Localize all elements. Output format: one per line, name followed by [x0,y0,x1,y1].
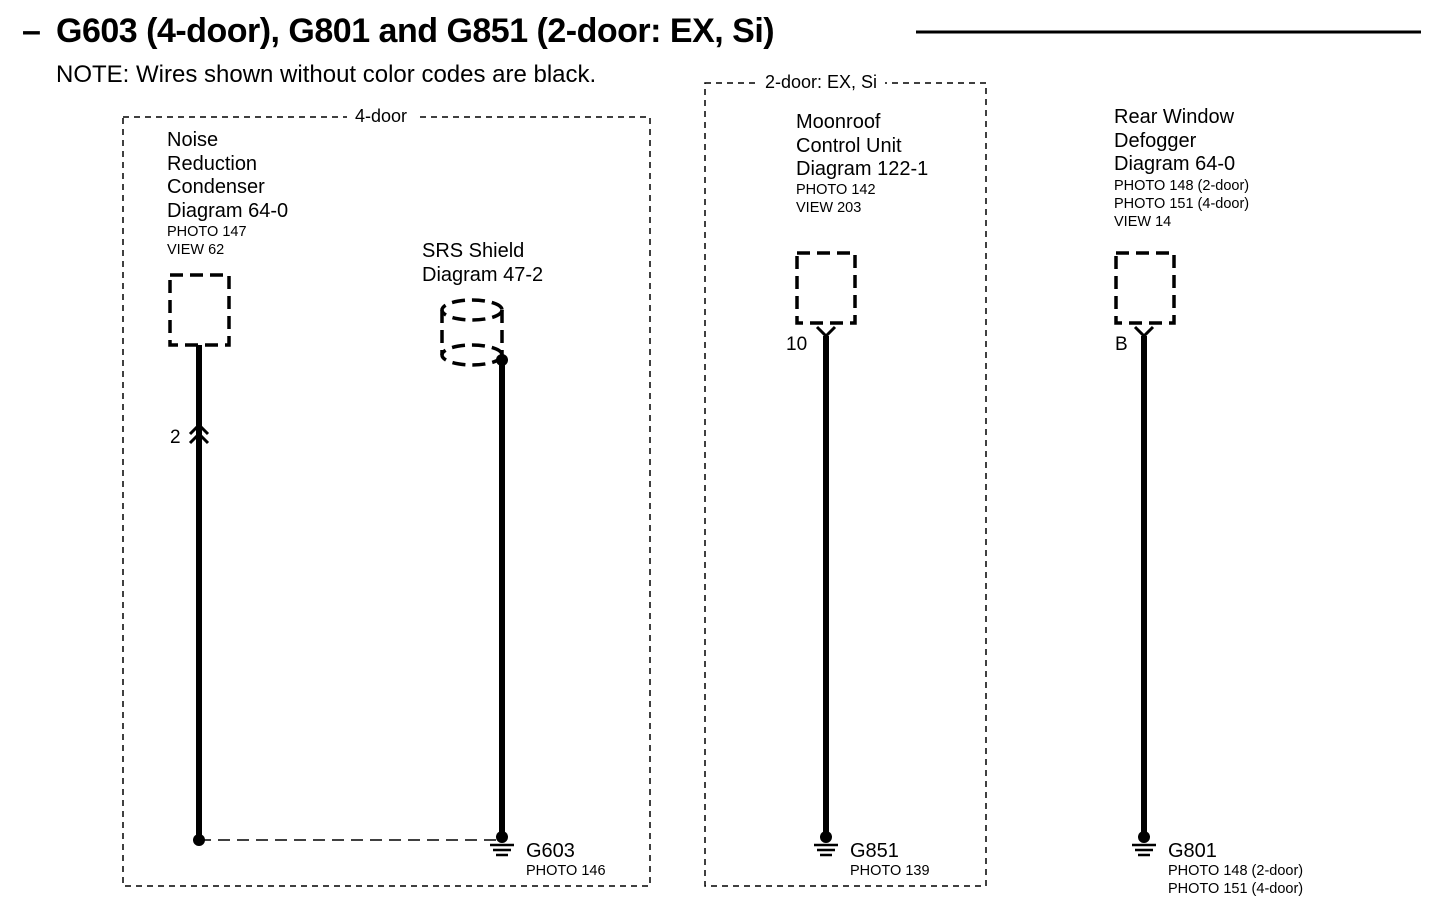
condenser-label: Noise Reduction Condenser Diagram 64-0 [167,129,288,223]
ground-icon-g801 [1132,843,1156,857]
g851-photo-ref: PHOTO 139 [850,863,930,879]
defogger-photo-ref: PHOTO 151 (4-door) [1114,196,1250,212]
ground-refs-g603: PHOTO 146 [526,862,606,880]
condenser-pin-label: 2 [170,427,181,448]
group-label-2-door: 2-door: EX, Si [757,73,886,91]
page-title: G603 (4-door), G801 and G851 (2-door: EX… [56,12,775,50]
srs-shield-label: SRS Shield Diagram 47-2 [422,240,543,287]
defogger-photo-ref: PHOTO 148 (2-door) [1114,178,1250,194]
connector-10-icon [815,325,837,339]
condenser-box [168,273,231,347]
connector-b-icon [1133,325,1155,339]
ground-dot-g851 [820,831,832,843]
condenser-diagram-ref: Diagram 64-0 [167,199,289,222]
group-box-2-door [704,82,987,887]
ground-label-g603: G603 [526,840,575,862]
connector-2-icon [188,422,210,445]
ground-label-g851: G851 [850,840,899,862]
defogger-label: Rear Window Defogger Diagram 64-0 [1114,106,1235,177]
ground-dot-g603 [496,831,508,843]
defogger-box [1114,251,1176,325]
condenser-view-ref: VIEW 62 [167,242,225,258]
condenser-label-line: Condenser [167,176,265,198]
title-dash: – [22,12,41,50]
ground-icon-g603 [490,843,514,857]
ground-icon-g851 [814,843,838,857]
defogger-label-line: Defogger [1114,129,1197,152]
moonroof-refs: PHOTO 142 VIEW 203 [796,181,876,217]
ground-dot-g801 [1138,831,1150,843]
srs-shield-diagram-ref: Diagram 47-2 [422,263,544,286]
condenser-label-line: Reduction [167,152,258,175]
moonroof-label-line: Moonroof [796,111,881,133]
ground-label-g801: G801 [1168,840,1217,862]
shield-cylinder-icon [440,298,504,367]
ground-refs-g851: PHOTO 139 [850,862,930,880]
defogger-diagram-ref: Diagram 64-0 [1114,153,1236,175]
moonroof-box [795,251,857,325]
g603-photo-ref: PHOTO 146 [526,863,606,879]
defogger-view-ref: VIEW 14 [1114,214,1172,230]
moonroof-label-line: Control Unit [796,134,902,157]
condenser-photo-ref: PHOTO 147 [167,224,247,240]
condenser-refs: PHOTO 147 VIEW 62 [167,223,247,259]
moonroof-photo-ref: PHOTO 142 [796,182,876,198]
g801-photo-ref: PHOTO 148 (2-door) [1168,863,1304,879]
moonroof-diagram-ref: Diagram 122-1 [796,158,929,180]
defogger-pin-label: B [1115,334,1128,355]
defogger-refs: PHOTO 148 (2-door) PHOTO 151 (4-door) VI… [1114,177,1249,231]
defogger-label-line: Rear Window [1114,106,1235,128]
srs-shield-name: SRS Shield [422,240,525,262]
moonroof-pin-label: 10 [786,334,808,355]
moonroof-label: Moonroof Control Unit Diagram 122-1 [796,111,928,182]
ground-refs-g801: PHOTO 148 (2-door) PHOTO 151 (4-door) [1168,862,1303,898]
wire-color-note: NOTE: Wires shown without color codes ar… [56,61,597,88]
moonroof-view-ref: VIEW 203 [796,200,862,216]
group-label-4-door: 4-door [347,107,416,125]
g801-photo-ref: PHOTO 151 (4-door) [1168,881,1304,897]
condenser-label-line: Noise [167,129,219,151]
